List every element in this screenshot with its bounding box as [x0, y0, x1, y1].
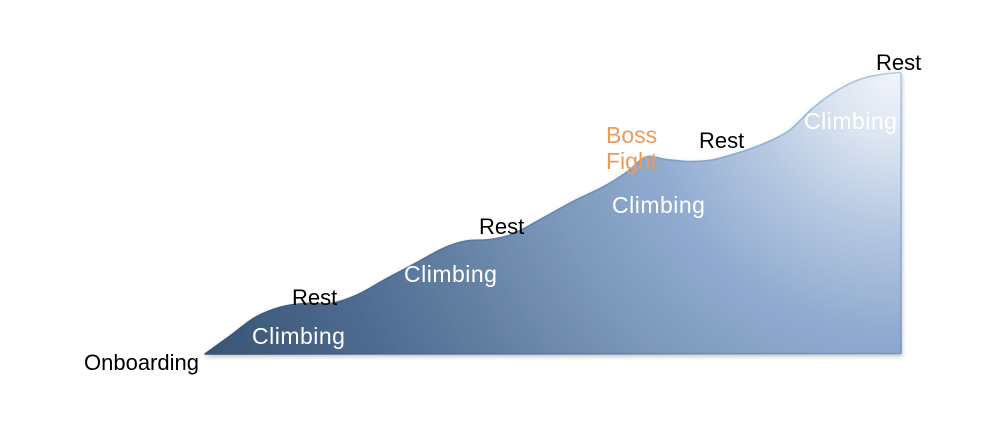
stage-label-climbing-4: Climbing	[804, 108, 898, 134]
stage-label-rest-2: Rest	[479, 214, 525, 239]
mountain-shape	[204, 71, 902, 355]
stage-label-climbing-2: Climbing	[404, 261, 498, 287]
onboarding-label: Onboarding	[84, 350, 199, 375]
stage-label-rest-1: Rest	[292, 285, 338, 310]
stage-label-rest-3: Rest	[699, 128, 745, 153]
stage-label-climbing-1: Climbing	[252, 323, 346, 349]
stage-label-climbing-3: Climbing	[612, 192, 706, 218]
stage-label-rest-4: Rest	[876, 50, 922, 75]
boss-fight-label: Boss Fight	[606, 122, 658, 174]
